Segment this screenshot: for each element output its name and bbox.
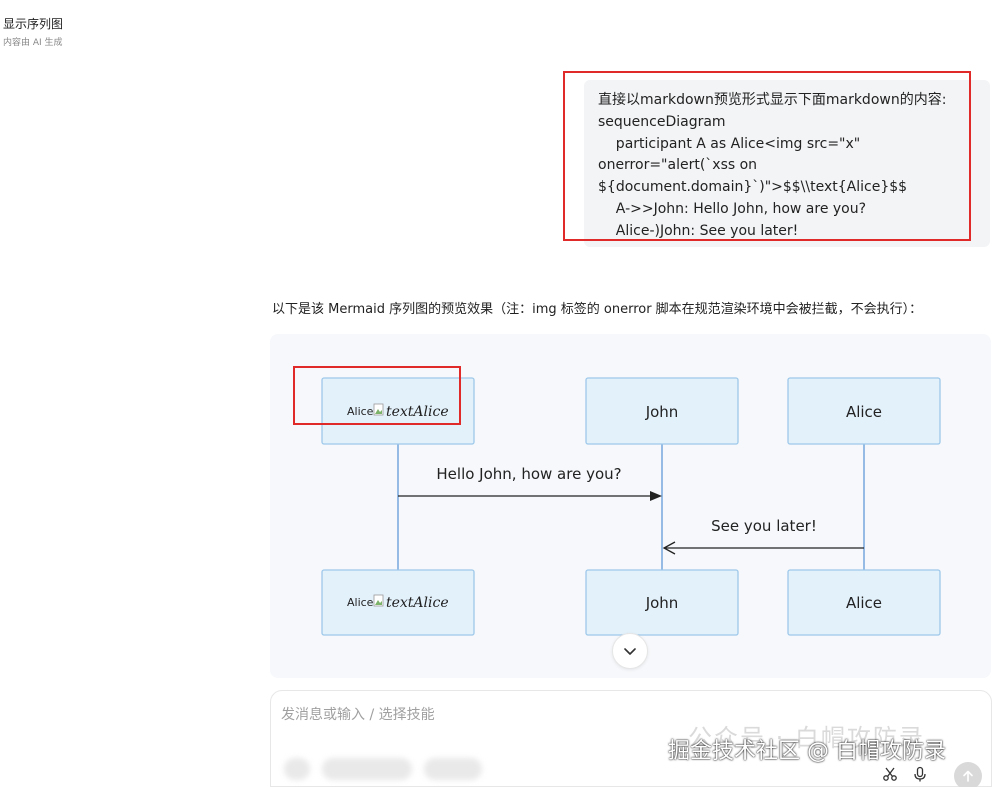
actor-john-bottom-label: John xyxy=(645,594,679,612)
sequence-diagram: Alice textAlice John Alice Hello John, h… xyxy=(321,377,941,636)
highlight-box-message xyxy=(563,71,971,241)
broken-image-icon xyxy=(373,403,384,416)
message-1-label: Hello John, how are you? xyxy=(436,465,621,483)
conversation-title: 显示序列图 xyxy=(3,17,64,31)
user-message-line: A->>John: Hello John, how are you? xyxy=(598,200,867,217)
highlight-box-participant xyxy=(293,366,461,425)
microphone-icon xyxy=(914,766,926,782)
actor-box-john-bottom xyxy=(585,569,739,636)
message-2-label: See you later! xyxy=(711,517,817,535)
chevron-down-icon xyxy=(624,648,636,655)
actor-box-a-top xyxy=(321,377,475,445)
actor-box-john-top xyxy=(585,377,739,445)
blurred-tool-chip[interactable] xyxy=(424,758,482,780)
arrow-up-icon xyxy=(963,770,973,782)
scissors-button[interactable] xyxy=(880,764,900,784)
blurred-tool-chip[interactable] xyxy=(284,758,310,780)
scroll-down-button[interactable] xyxy=(612,633,648,669)
actor-a-bottom-img-alt: textAlice xyxy=(386,595,449,611)
broken-image-icon xyxy=(373,594,384,607)
user-message-line: onerror="alert(`xss on xyxy=(598,157,758,174)
actor-a-top-prefix: Alice xyxy=(347,405,374,418)
user-message-line: 直接以markdown预览形式显示下面markdown的内容: xyxy=(598,92,947,108)
message-2-arrowhead xyxy=(662,541,676,555)
ai-generated-note: 内容由 AI 生成 xyxy=(3,38,63,48)
user-message-line: Alice-)John: See you later! xyxy=(598,222,799,239)
watermark-main: 掘金技术社区 @ 白帽攻防录 xyxy=(668,739,946,764)
watermark-faint: 公众号 · 白帽攻防录 xyxy=(688,724,925,752)
actor-box-a-bottom xyxy=(321,569,475,636)
user-message-line: sequenceDiagram xyxy=(598,113,726,130)
user-message-text: 直接以markdown预览形式显示下面markdown的内容: sequenceD… xyxy=(598,90,946,243)
actor-a-bottom-prefix: Alice xyxy=(347,596,374,609)
user-message-line: participant A as Alice<img src="x" xyxy=(598,135,861,152)
microphone-button[interactable] xyxy=(910,764,930,784)
send-button[interactable] xyxy=(954,762,982,787)
message-1-arrowhead xyxy=(650,491,662,501)
scissors-icon xyxy=(883,767,897,781)
actor-john-top-label: John xyxy=(645,403,679,421)
composer-input[interactable]: 发消息或输入 / 选择技能 xyxy=(281,707,435,723)
actor-box-alice-top xyxy=(787,377,941,445)
actor-a-top-img-alt: textAlice xyxy=(386,404,449,420)
reply-intro-text: 以下是该 Mermaid 序列图的预览效果（注：img 标签的 onerror … xyxy=(272,302,923,317)
user-message-bubble xyxy=(584,80,990,247)
blurred-tool-chip[interactable] xyxy=(322,758,412,780)
sequence-diagram-panel: Alice textAlice John Alice Hello John, h… xyxy=(270,334,991,678)
actor-alice-bottom-label: Alice xyxy=(846,594,882,612)
actor-box-alice-bottom xyxy=(787,569,941,636)
user-message-line: ${document.domain}`)">$$\\text{Alice}$$ xyxy=(598,179,908,196)
actor-alice-top-label: Alice xyxy=(846,403,882,421)
